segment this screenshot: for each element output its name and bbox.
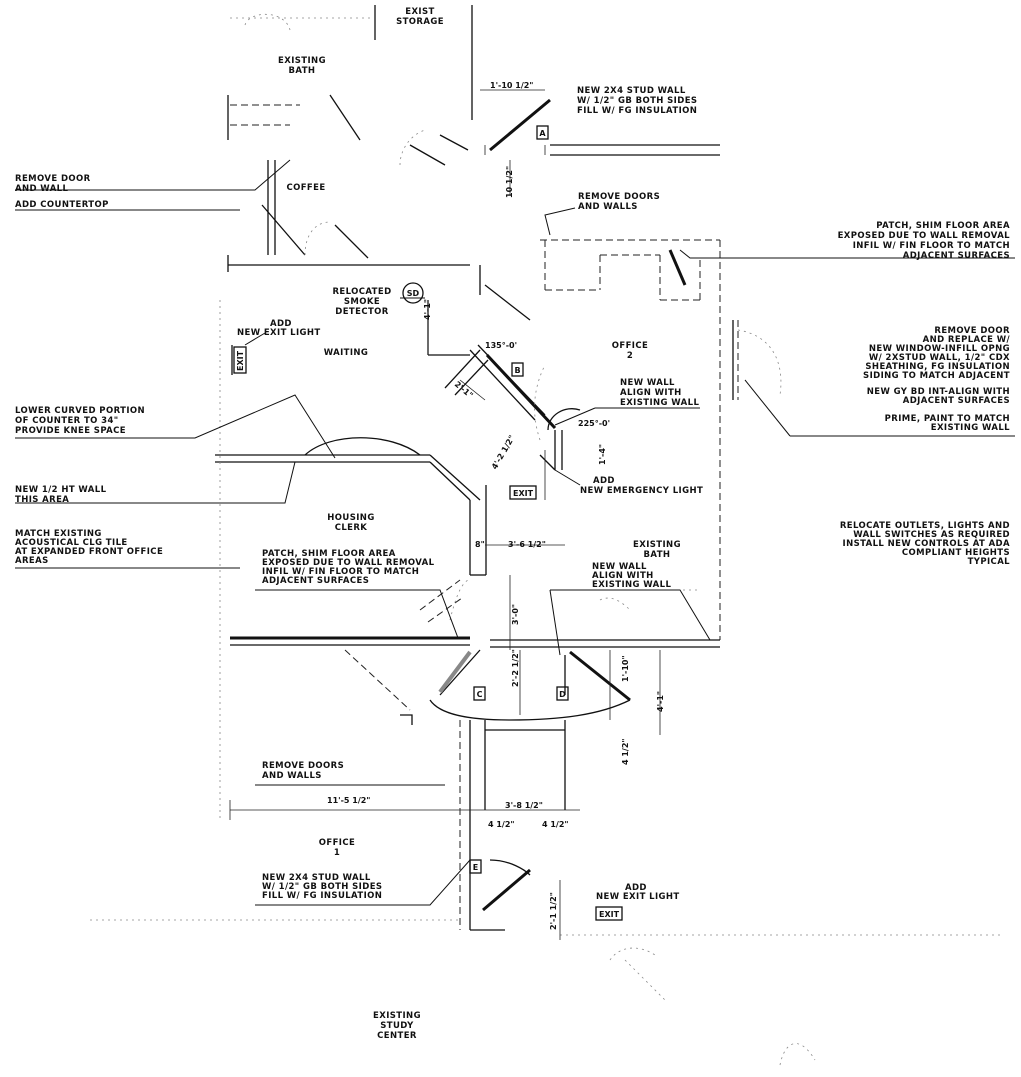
dim-11: 1'-10" [621,655,630,682]
exit-sign-waiting-label: EXIT [236,350,245,371]
dim-16: 4 1/2" [488,820,515,829]
dim-10: 2'-2 1/2" [511,649,520,687]
dim-angle-2: 225°-0' [578,419,610,428]
door-tag-e: E [473,863,478,872]
door-tag-c: C [477,690,483,699]
door-tag-c-box [473,686,486,701]
door-tag-d-box [556,686,569,701]
dim-8: 3'-6 1/2" [508,540,546,549]
exit-sign-icon [595,906,623,921]
room-waiting: WAITING [324,348,369,358]
exit-sign-center-label: EXIT [513,489,534,498]
smoke-detector-icon [402,282,424,304]
dim-7: 8" [475,540,485,549]
door-tag-e-box [469,859,482,874]
leader-lines [15,89,1015,940]
note-add-countertop: ADD COUNTERTOP [15,200,109,210]
dim-angle-1: 135°-0' [485,341,517,350]
door-tags: A B C D E [469,125,569,874]
dim-2: 10 1/2" [505,166,514,198]
dim-9: 3'-0" [511,604,520,625]
room-coffee: COFFEE [286,183,325,193]
dim-13: 4 1/2" [621,738,630,765]
dim-12: 4'-1" [656,691,665,712]
dim-1: 1'-10 1/2" [490,81,533,90]
exit-sign-icon [233,346,247,374]
dim-18: 2'-1 1/2" [549,892,558,930]
door-tag-b: B [514,366,520,375]
dim-3: 4'-1" [423,299,432,320]
dim-15: 3'-8 1/2" [505,801,543,810]
door-tag-a-box [536,125,549,140]
door-tag-d: D [559,690,566,699]
door-tag-b-box [511,362,524,377]
exit-sign-lower-label: EXIT [599,910,620,919]
smoke-detector-tag: SD [407,289,420,298]
dim-4: 2'-1" [453,380,475,400]
dim-6: 1'-4" [598,444,607,465]
door-tag-a: A [539,129,546,138]
exit-sign-icon [509,485,537,500]
dim-5: 4'-2 1/2" [490,434,517,471]
dim-17: 4 1/2" [542,820,569,829]
dim-14: 11'-5 1/2" [327,796,370,805]
exit-signs: EXIT EXIT EXIT [233,346,623,921]
walls [90,5,1000,1066]
